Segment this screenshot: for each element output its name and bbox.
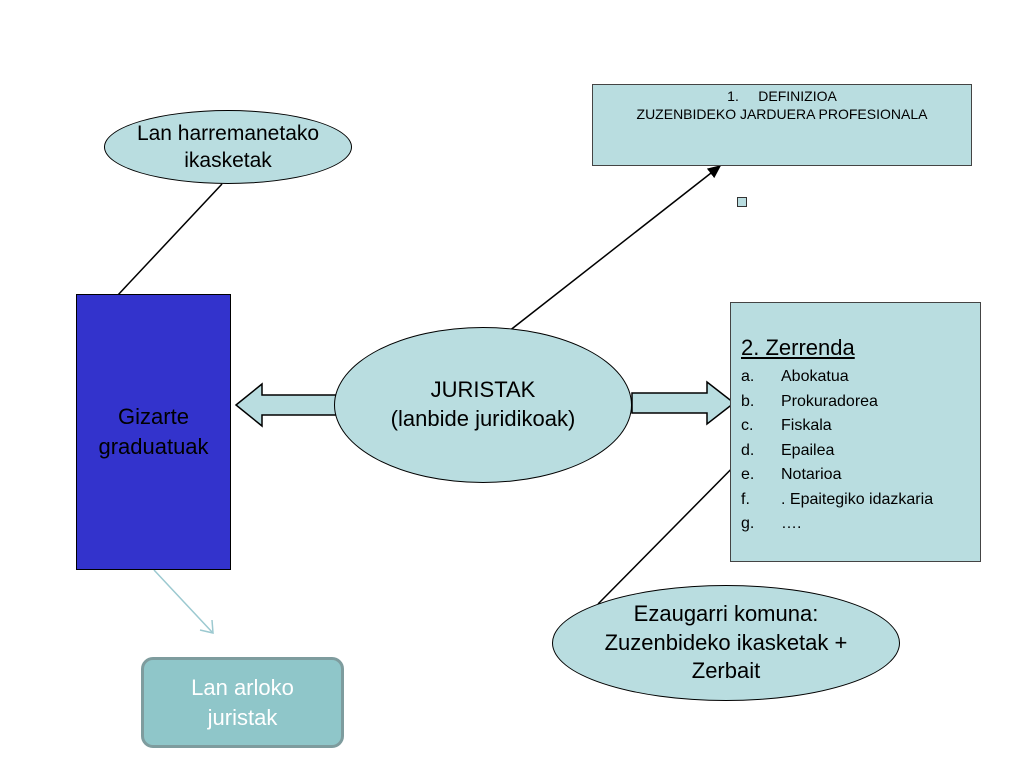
lan-harremanetako-line1: Lan harremanetako — [136, 121, 320, 145]
list-item-letter: b. — [741, 392, 755, 410]
list-item: a. Abokatua — [741, 365, 980, 390]
list-item-text: …. — [781, 515, 802, 532]
list-item-text: Notarioa — [781, 466, 842, 483]
lan-arloko-line1: Lan arloko — [191, 674, 294, 700]
definizioa-text: ZUZENBIDEKO JARDUERA PROFESIONALA — [636, 105, 928, 122]
gizarte-line2: graduatuak — [98, 434, 209, 459]
list-item-letter: g. — [741, 515, 755, 532]
zerrenda-box: 2. Zerrenda a. Abokatua b. Prokuradorea c.… — [730, 302, 981, 562]
list-item: c. Fiskala — [741, 414, 980, 439]
line-ezaugarri-to-zerrenda — [597, 447, 753, 605]
list-item: f. . Epaitegiko idazkaria — [741, 488, 980, 513]
list-item-text: Fiskala — [781, 417, 832, 434]
ezaugarri-line2: Zuzenbideko ikasketak + — [604, 629, 848, 655]
definizioa-heading: 1. DEFINIZIOA — [727, 88, 837, 104]
line-lan-to-gizarte — [116, 183, 223, 297]
list-item: d. Epailea — [741, 439, 980, 464]
lan-arloko-line2: juristak — [207, 704, 278, 730]
list-item-letter: c. — [741, 417, 754, 434]
lan-harremanetako-ellipse: Lan harremanetako ikasketak — [104, 110, 352, 184]
list-item-letter: e. — [741, 466, 755, 483]
list-item-text: . Epaitegiko idazkaria — [781, 490, 934, 508]
small-square-marker — [737, 197, 747, 207]
list-item: g. …. — [741, 512, 980, 537]
list-item-letter: f. — [741, 490, 750, 508]
juristak-line2: (lanbide juridikoak) — [390, 406, 576, 431]
list-item-text: Epailea — [781, 441, 835, 459]
arrow-gizarte-to-lan-arloko — [153, 569, 213, 633]
arrow-juristak-to-definizioa — [503, 165, 722, 336]
lan-arloko-juristak-box[interactable]: Lan arloko juristak — [141, 657, 344, 748]
gizarte-graduatuak-box: Gizarte graduatuak — [76, 294, 231, 570]
list-item-letter: a. — [741, 368, 755, 385]
lan-harremanetako-line2: ikasketak — [184, 149, 272, 172]
list-item-text: Abokatua — [781, 368, 849, 385]
juristak-ellipse: JURISTAK (lanbide juridikoak) — [334, 327, 632, 483]
list-item-text: Prokuradorea — [781, 392, 878, 410]
zerrenda-title: 2. Zerrenda — [741, 335, 855, 360]
ezaugarri-komuna-ellipse: Ezaugarri komuna: Zuzenbideko ikasketak … — [552, 585, 900, 701]
gizarte-line1: Gizarte — [118, 404, 189, 430]
arrow-gizarte-to-lan-arloko-head — [199, 619, 214, 634]
block-arrow-left — [234, 382, 337, 428]
juristak-line1: JURISTAK — [430, 377, 536, 403]
ezaugarri-line1: Ezaugarri komuna: — [633, 601, 819, 627]
ezaugarri-line3: Zerbait — [691, 658, 761, 684]
block-arrow-right — [631, 380, 736, 426]
list-item: b. Prokuradorea — [741, 390, 980, 415]
list-item: e. Notarioa — [741, 463, 980, 488]
definizioa-box: 1. DEFINIZIOA ZUZENBIDEKO JARDUERA PROFE… — [592, 84, 972, 166]
list-item-letter: d. — [741, 441, 755, 459]
